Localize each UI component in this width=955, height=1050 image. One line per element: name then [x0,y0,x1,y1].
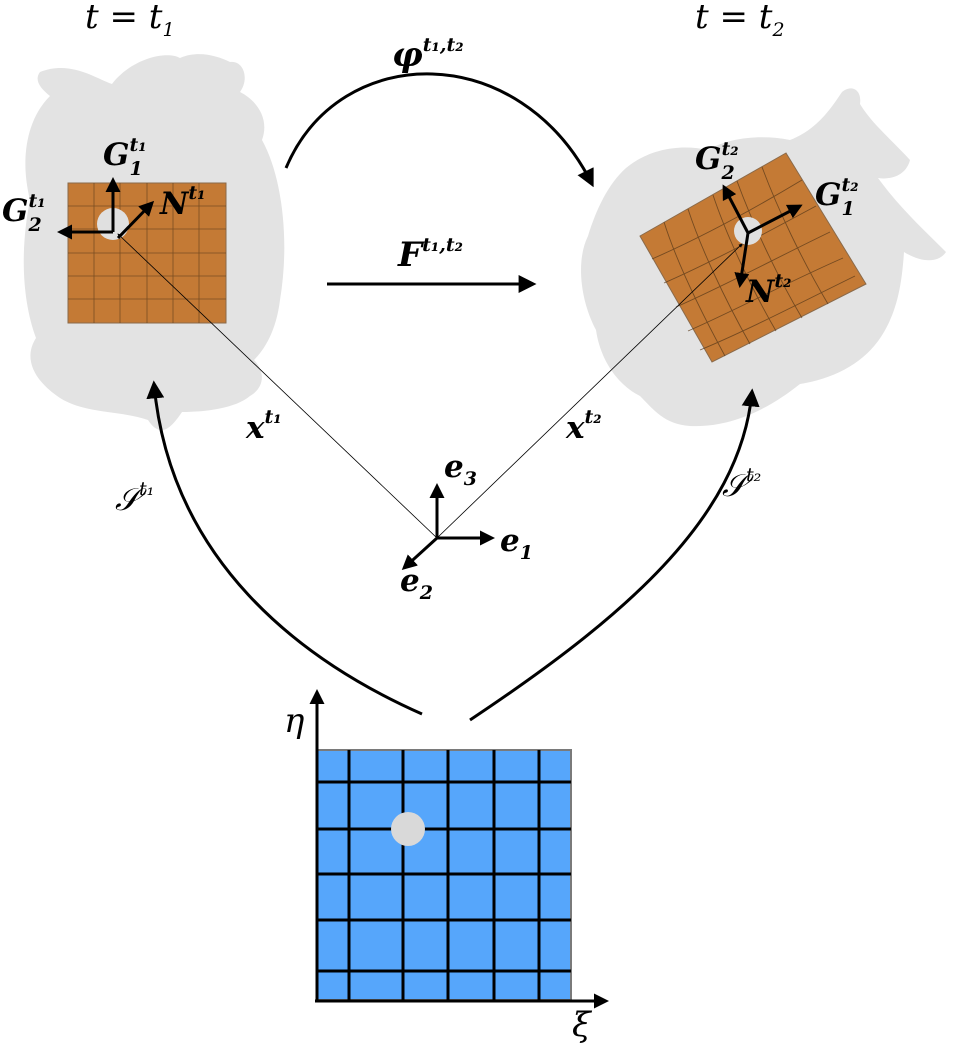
mapping-phi-label: φt₁,t₂ [392,34,464,75]
basis-vectors-t2 [722,184,803,288]
global-basis-label-e3: e3 [444,449,477,490]
position-vector-line-t1 [117,233,438,539]
surface-map-arc-t1 [146,380,423,716]
global-basis-vectors [401,483,495,571]
mapping-arc-phi [284,72,594,188]
basis-label-N-t2: Nt₂ [746,270,792,310]
surface-map-arc-t2 [469,388,760,722]
global-basis-label-e2: e2 [400,563,433,604]
surface-map-label-t1: 𝒮t₁ [115,478,155,518]
basis-vectors-t1 [57,177,155,240]
position-vector-label-t2: xt₂ [566,406,602,446]
xi-axis-label: ξ [572,1005,591,1045]
parametric-grid [317,750,571,1000]
position-vector-line-t2 [436,243,743,539]
time-label-t1: t = t1 [85,0,175,41]
position-vector-label-t1: xt₁ [246,406,282,446]
deformation-gradient-label: Ft₁,t₂ [398,234,463,275]
basis-label-N-t1: Nt₁ [160,182,206,222]
parametric-point [391,812,425,846]
global-basis-label-e1: e1 [500,523,533,564]
surface-map-label-t2: 𝒮t₂ [722,464,762,504]
eta-axis-label: η [284,701,305,741]
time-label-t2: t = t2 [695,0,785,41]
